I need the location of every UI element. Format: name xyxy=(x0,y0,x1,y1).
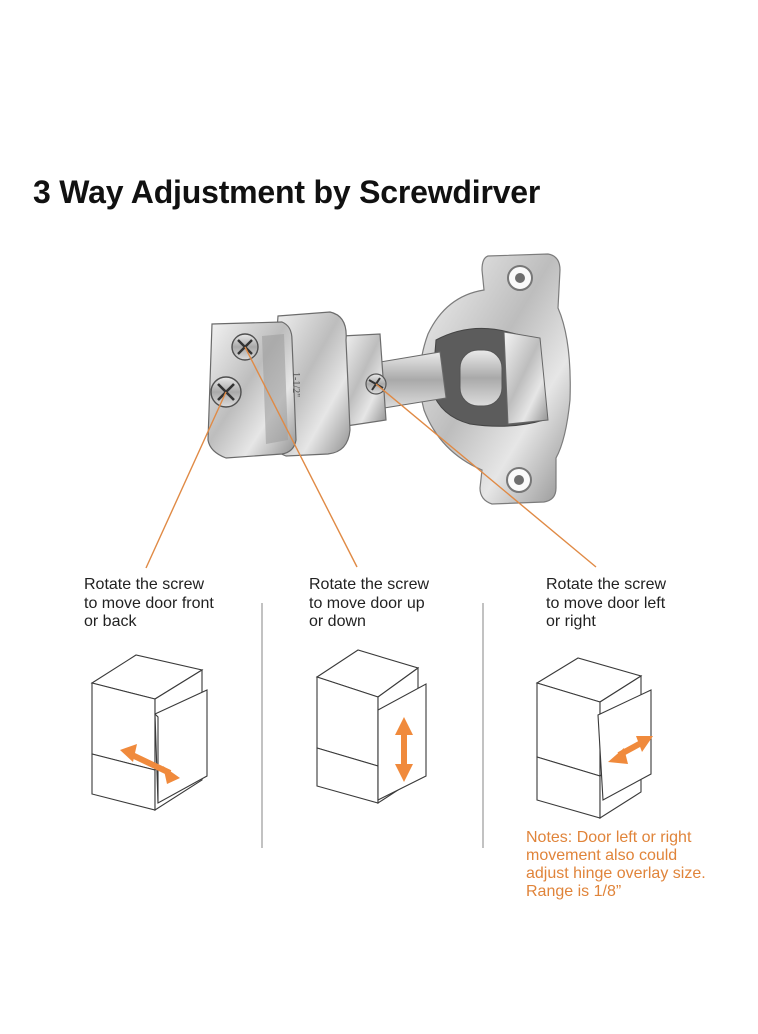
hinge-image: 1-1/2" xyxy=(207,253,571,505)
page-title: 3 Way Adjustment by Screwdirver xyxy=(33,174,541,210)
hinge-engraving: 1-1/2" xyxy=(290,372,301,397)
overlay-note: Notes: Door left or right movement also … xyxy=(526,829,706,900)
caption-front-back: Rotate the screw to move door front or b… xyxy=(84,576,214,630)
caption-left-right: Rotate the screw to move door left or ri… xyxy=(546,576,667,630)
cabinet-left-right xyxy=(535,657,652,820)
leader-line-front-back xyxy=(145,391,227,569)
leader-line-left-right xyxy=(375,383,597,568)
cabinet-front-back xyxy=(90,654,208,812)
arrow-front-back xyxy=(120,744,180,784)
arrow-up-down xyxy=(395,717,413,782)
leader-line-up-down xyxy=(244,346,358,568)
caption-up-down: Rotate the screw to move door up or down xyxy=(309,576,430,630)
cabinet-up-down xyxy=(315,649,427,805)
leader-lines xyxy=(145,346,597,569)
arrow-left-right xyxy=(608,736,653,764)
